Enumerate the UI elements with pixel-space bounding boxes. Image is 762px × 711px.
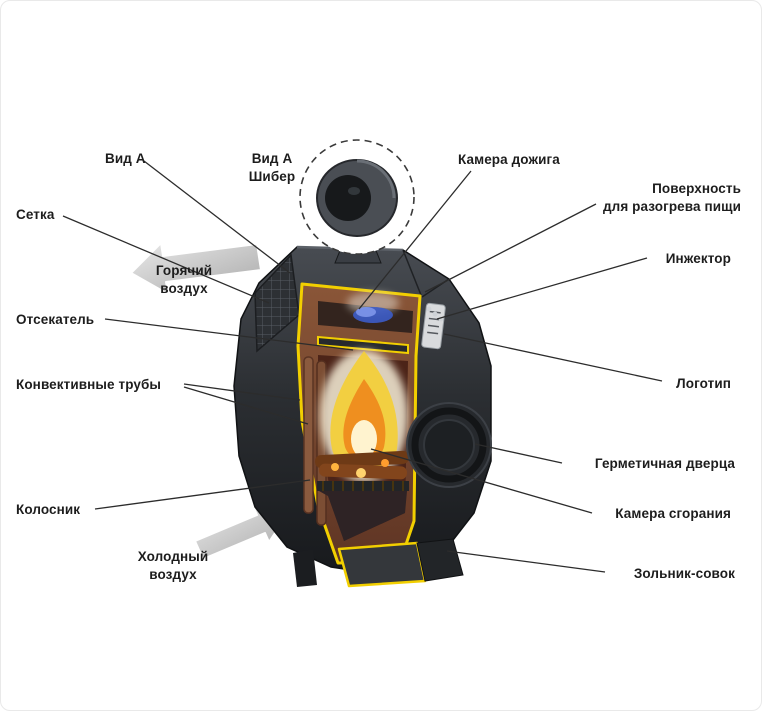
label-mesh: Сетка [16, 207, 55, 222]
label-convective-tubes: Конвективные трубы [16, 377, 162, 392]
label-cold-air: Холодный воздух [137, 549, 209, 582]
damper-detail-view [299, 139, 415, 255]
baffle-plate [317, 335, 409, 355]
flame [320, 350, 408, 482]
label-logo: Логотип [676, 376, 731, 391]
cutaway-section [296, 282, 422, 565]
ash-pan [337, 538, 464, 588]
grate [317, 481, 409, 491]
leader-lines [62, 160, 663, 573]
label-ash-pan-scoop: Зольник-совок [633, 566, 735, 581]
label-hot-air: Горячий воздух [155, 263, 213, 296]
label-food-heating-surface: Поверхность для разогрева пищи [602, 181, 741, 214]
label-afterburn-chamber: Камера дожига [458, 152, 560, 167]
label-baffle: Отсекатель [16, 312, 95, 327]
label-injector: Инжектор [665, 251, 731, 266]
label-sealed-door: Герметичная дверца [594, 456, 735, 471]
label-view-a: Вид А [105, 151, 146, 166]
firewood [315, 450, 409, 480]
label-view-a-damper: Вид А Шибер [248, 151, 296, 184]
label-grate: Колосник [16, 502, 81, 517]
hot-air-arrow [130, 242, 262, 295]
label-combustion-chamber: Камера сгорания [615, 506, 731, 521]
mesh-grid [254, 253, 300, 353]
door [406, 402, 492, 488]
